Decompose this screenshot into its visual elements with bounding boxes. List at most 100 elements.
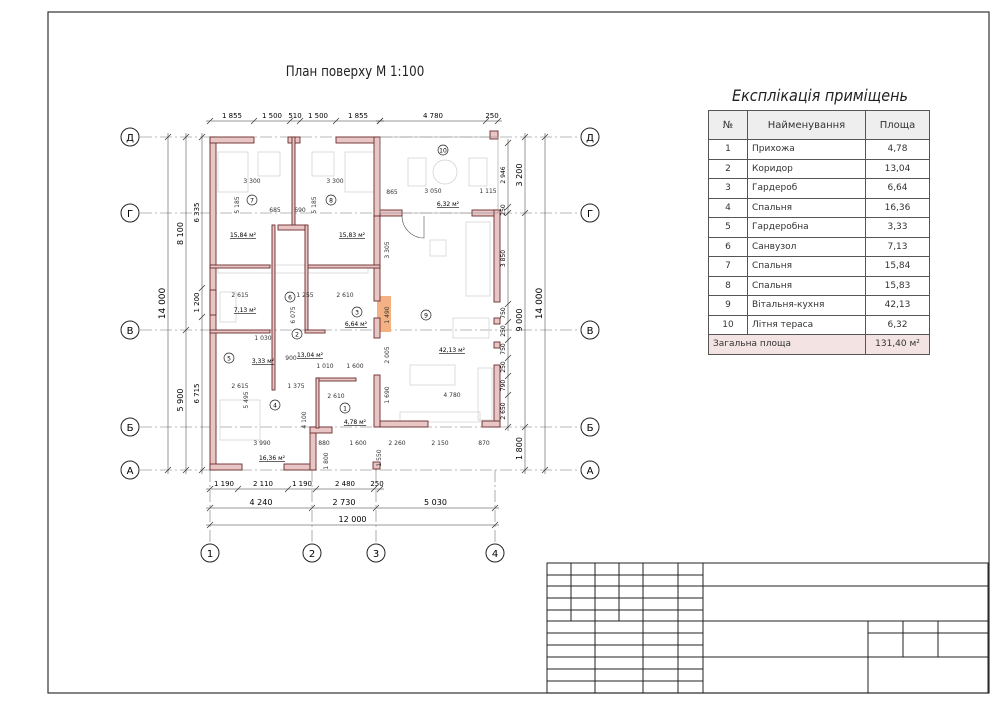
dimension-tick <box>504 391 512 399</box>
kitchen-counter-icon <box>399 411 481 423</box>
axis-label: А <box>127 466 134 477</box>
dimension-tick <box>198 466 206 474</box>
drawing-title: План поверху М 1:100 <box>285 64 425 80</box>
wall <box>271 224 276 391</box>
dimension-label: 900 <box>285 355 297 362</box>
room-area-label: 42,13 м² <box>439 347 466 354</box>
dimension-label: 5 185 <box>234 196 241 213</box>
dimension-label: 750 <box>500 307 507 319</box>
dimension-label: 870 <box>478 440 490 447</box>
dimension-label: 1 200 <box>193 292 201 312</box>
furniture-layer <box>217 151 493 441</box>
dimension-label: 3 200 <box>515 164 524 187</box>
axis-bubble <box>580 127 600 147</box>
dimension-label: 250 <box>485 112 498 120</box>
room-number: 4 <box>273 403 277 410</box>
wall <box>493 341 501 349</box>
room-number: 7 <box>250 198 254 205</box>
room-area-label: 15,83 м² <box>339 232 366 239</box>
axis-bubble <box>302 543 322 563</box>
kitchen-counter-icon <box>477 367 493 421</box>
door-swing <box>401 215 425 239</box>
dimension-label: 2 480 <box>335 480 355 488</box>
dimension-label: 1 800 <box>323 452 330 469</box>
highlight-area <box>377 296 391 332</box>
room-area-label: 16,36 м² <box>259 455 286 462</box>
room-name: Спальня <box>747 275 866 296</box>
room-no: 4 <box>708 197 748 218</box>
room-name: Гардеробна <box>747 217 866 238</box>
dimension-tick <box>206 521 214 529</box>
dimension-label: 3 300 <box>326 178 343 185</box>
room-no: 2 <box>708 158 748 179</box>
dimension-tick <box>521 423 529 431</box>
dimension-label: 2 946 <box>500 166 507 183</box>
room-number-marker <box>351 306 363 318</box>
dimension-tick <box>206 485 214 493</box>
wardrobe-icon <box>217 264 369 274</box>
dimension-tick <box>482 117 490 125</box>
room-area-label: 6,64 м² <box>345 321 368 328</box>
wall <box>277 224 307 231</box>
dimension-tick <box>332 117 340 125</box>
total-value: 131,40 м² <box>865 334 930 355</box>
dimension-label: 3 050 <box>424 188 441 195</box>
room-area-label: 6,32 м² <box>437 201 460 208</box>
dimension-label: 1 855 <box>222 112 242 120</box>
dimension-label: 750 <box>500 343 507 355</box>
dimension-tick <box>521 133 529 141</box>
axis-bubble <box>580 417 600 437</box>
dimension-label: 3 990 <box>253 440 270 447</box>
dimension-tick <box>521 466 529 474</box>
dimension-tick <box>206 504 214 512</box>
dimension-label: 1 600 <box>346 363 363 370</box>
dimension-tick <box>372 504 380 512</box>
axis-label: Г <box>127 209 133 220</box>
dimension-label: 2 615 <box>231 292 248 299</box>
room-number: 1 <box>343 406 347 413</box>
wall <box>209 264 271 269</box>
axis-bubble <box>120 460 140 480</box>
room-area: 6,64 <box>865 178 930 199</box>
room-name: Гардероб <box>747 178 866 199</box>
wall <box>372 461 381 470</box>
axis-bubble <box>200 543 220 563</box>
dimension-tick <box>494 117 502 125</box>
room-area: 13,04 <box>865 158 930 179</box>
wall <box>493 317 501 325</box>
room-area: 3,33 <box>865 217 930 238</box>
dimension-label: 3 850 <box>500 250 507 267</box>
dimension-tick <box>308 504 316 512</box>
dimension-tick <box>164 133 172 141</box>
coffee-table-icon <box>429 239 447 257</box>
axis-label: Д <box>586 133 594 144</box>
dimension-tick <box>504 300 512 308</box>
room-number: 5 <box>227 356 231 363</box>
axis-label: А <box>587 466 594 477</box>
dimension-tick <box>504 209 512 217</box>
armchair-icon <box>468 157 488 187</box>
dimension-label: 880 <box>318 440 330 447</box>
wall <box>379 420 429 428</box>
wall <box>373 374 381 428</box>
room-name: Спальня <box>747 197 866 218</box>
dimension-label: 250 <box>500 204 507 216</box>
dimension-tick <box>541 133 549 141</box>
axis-label: 1 <box>207 549 213 560</box>
dimension-label: 1 690 <box>384 386 391 403</box>
room-number: 8 <box>329 198 333 205</box>
axis-label: В <box>587 326 594 337</box>
dimension-label: 1 030 <box>254 335 271 342</box>
room-no: 10 <box>708 314 748 335</box>
room-no: 8 <box>708 275 748 296</box>
dimension-label: 685 <box>269 207 281 214</box>
room-number: 6 <box>288 295 292 302</box>
dimension-label: 1 010 <box>316 363 333 370</box>
wall <box>373 215 381 302</box>
dimension-tick <box>504 423 512 431</box>
